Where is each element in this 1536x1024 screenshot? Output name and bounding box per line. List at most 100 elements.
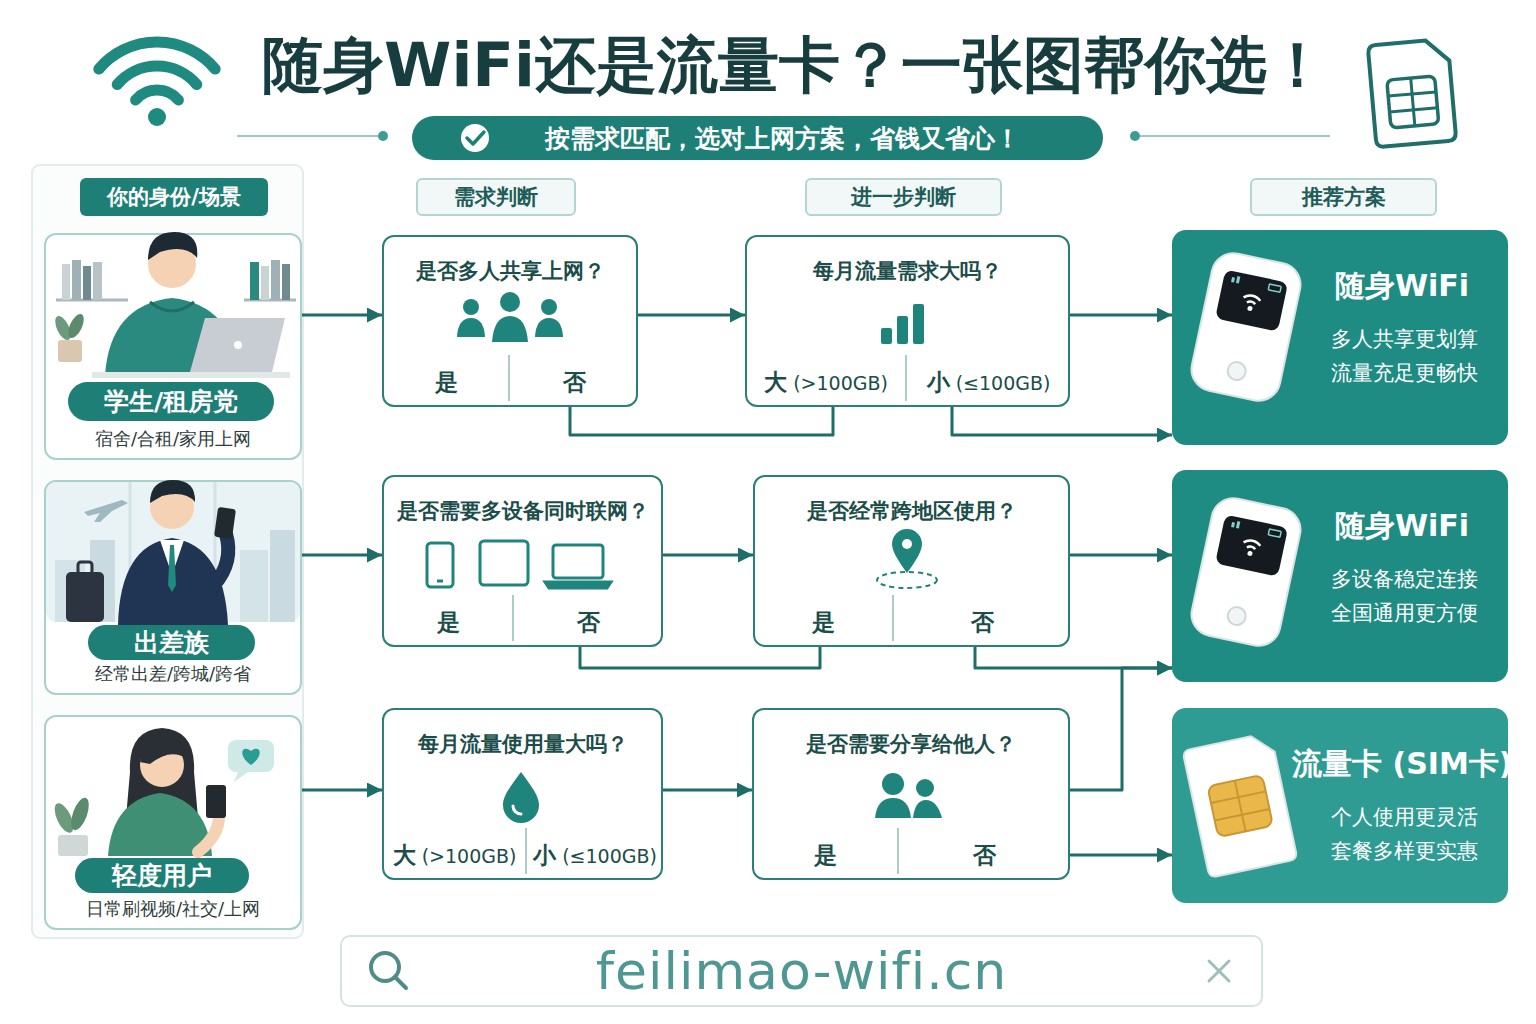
flow-arrow bbox=[302, 554, 382, 557]
persona-card: 日常刷视频/社交/上网 轻度用户 bbox=[44, 715, 302, 930]
flow-arrow bbox=[1070, 668, 1172, 790]
light-user-illustration bbox=[242, 749, 259, 765]
flow-arrow bbox=[1070, 314, 1172, 317]
node-text: 小 (≤100GB) bbox=[527, 841, 663, 870]
flow-arrow bbox=[663, 789, 752, 792]
node-text: 学生/租房党 bbox=[104, 385, 238, 418]
people-icon bbox=[492, 316, 528, 342]
sim-logo bbox=[1368, 39, 1457, 148]
people-icon bbox=[457, 292, 563, 342]
drop-icon bbox=[503, 772, 539, 823]
pocket-wifi-device bbox=[1187, 494, 1304, 650]
node-text: 经常出差/跨城/跨省 bbox=[46, 662, 300, 686]
student-illustration bbox=[148, 240, 196, 288]
student-illustration bbox=[244, 299, 296, 302]
sim-card-image bbox=[1207, 775, 1273, 838]
light-user-illustration bbox=[51, 801, 77, 836]
node-text: 个人使用更灵活 套餐多样更实惠 bbox=[1322, 800, 1487, 868]
sim-card-image bbox=[1211, 791, 1266, 803]
share-icon bbox=[882, 773, 904, 795]
node-text: 多设备稳定连接 全国通用更方便 bbox=[1322, 562, 1487, 630]
node-text: 是否多人共享上网？ bbox=[384, 257, 636, 285]
node-text: 否 bbox=[894, 608, 1070, 637]
node-text: 多人共享更划算 流量充足更畅快 bbox=[1322, 322, 1487, 390]
signal-icon bbox=[881, 304, 924, 344]
persona-tag: 轻度用户 bbox=[75, 858, 249, 893]
devices-icon bbox=[427, 543, 453, 587]
node-text: 每月流量需求大吗？ bbox=[747, 257, 1068, 285]
decision-box: 是否需要多设备同时联网？是否 bbox=[382, 475, 663, 647]
wifi-logo bbox=[136, 90, 179, 100]
sim-card-image bbox=[1235, 781, 1246, 832]
decision-box: 每月流量使用量大吗？大 (>100GB)小 (≤100GB) bbox=[382, 708, 663, 880]
node-text: 是否需要多设备同时联网？ bbox=[384, 497, 661, 525]
check-icon bbox=[461, 124, 489, 152]
location-icon bbox=[892, 529, 922, 573]
student-illustration bbox=[250, 262, 259, 300]
recommendation-box: 随身WiFi多人共享更划算 流量充足更畅快 bbox=[1172, 230, 1508, 445]
persona-tag: 出差族 bbox=[88, 625, 255, 660]
node-text: 出差族 bbox=[134, 626, 209, 659]
page-title: 随身WiFi还是流量卡？一张图帮你选！ bbox=[240, 26, 1350, 104]
people-icon bbox=[541, 299, 557, 315]
student-illustration bbox=[271, 260, 280, 300]
node-text: 否 bbox=[514, 608, 663, 637]
traveler-illustration bbox=[214, 534, 228, 585]
pocket-wifi-device bbox=[1231, 522, 1235, 528]
node-text: 日常刷视频/社交/上网 bbox=[46, 897, 300, 921]
student-illustration bbox=[52, 314, 74, 343]
option-divider bbox=[525, 828, 527, 874]
student-illustration bbox=[150, 302, 194, 311]
people-icon bbox=[535, 318, 563, 337]
share-icon bbox=[916, 779, 934, 797]
people-icon bbox=[463, 299, 479, 315]
flow-arrow bbox=[570, 407, 833, 435]
pocket-wifi-device bbox=[1247, 301, 1256, 304]
node-text: 否 bbox=[899, 841, 1070, 870]
slogan-banner: 按需求匹配，选对上网方案，省钱又省心！ bbox=[412, 116, 1103, 160]
light-user-illustration bbox=[108, 793, 212, 856]
node-text: feilimao-wifi.cn bbox=[596, 941, 1008, 1001]
traveler-illustration bbox=[214, 507, 236, 539]
node-text: 需求判断 bbox=[454, 183, 538, 211]
flow-arrow bbox=[638, 314, 745, 317]
pocket-wifi-device bbox=[1236, 521, 1240, 528]
decor-line bbox=[237, 135, 378, 137]
pocket-wifi-device bbox=[1244, 539, 1261, 546]
node-text: 是 bbox=[754, 841, 897, 870]
flow-arrow bbox=[952, 407, 1172, 435]
column-header: 推荐方案 bbox=[1250, 178, 1437, 216]
node-text: 是 bbox=[384, 368, 508, 397]
share-icon bbox=[875, 798, 911, 818]
column-header: 你的身份/场景 bbox=[80, 178, 268, 216]
pocket-wifi-device bbox=[1247, 546, 1256, 549]
traveler-illustration bbox=[46, 482, 300, 622]
option-divider bbox=[892, 595, 894, 641]
option-divider bbox=[905, 355, 907, 401]
node-text: 小 (≤100GB) bbox=[907, 368, 1070, 397]
devices-icon bbox=[480, 541, 528, 585]
node-text: 随身WiFi bbox=[1292, 506, 1512, 547]
flow-arrow bbox=[302, 314, 382, 317]
signal-icon bbox=[881, 328, 892, 344]
traveler-illustration bbox=[118, 538, 228, 625]
option-divider bbox=[512, 595, 514, 641]
light-user-illustration bbox=[126, 728, 198, 818]
devices-icon bbox=[545, 582, 611, 588]
sim-logo bbox=[1390, 108, 1438, 112]
pocket-wifi-device bbox=[1236, 276, 1240, 283]
light-user-illustration bbox=[206, 785, 226, 818]
light-user-illustration bbox=[234, 772, 248, 782]
pocket-wifi-device bbox=[1187, 249, 1304, 405]
check-icon bbox=[461, 124, 489, 152]
signal-icon bbox=[913, 304, 924, 344]
sim-card-image bbox=[1182, 732, 1297, 878]
location-icon bbox=[877, 572, 937, 588]
student-illustration bbox=[65, 312, 87, 341]
decor-line bbox=[1130, 131, 1140, 141]
light-user-illustration bbox=[58, 835, 88, 856]
share-icon bbox=[913, 800, 942, 818]
recommendation-box: 流量卡 (SIM卡)个人使用更灵活 套餐多样更实惠 bbox=[1172, 708, 1508, 903]
check-icon bbox=[467, 132, 484, 144]
